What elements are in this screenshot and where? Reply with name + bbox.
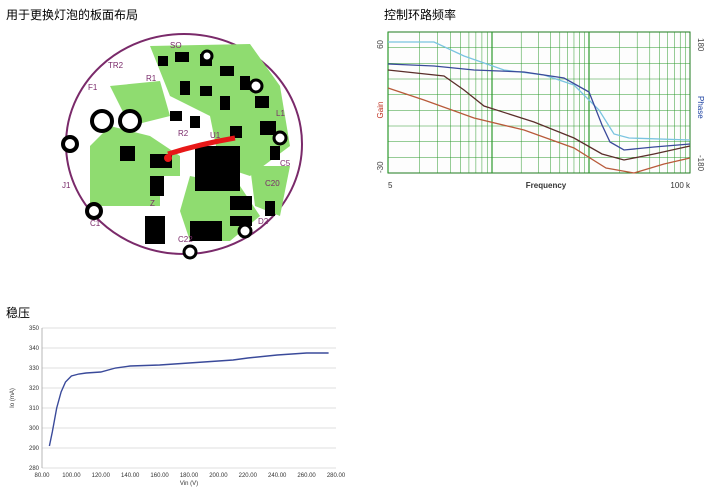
bode-gain-label: Gain xyxy=(376,102,385,119)
regulation-y-tick: 310 xyxy=(29,406,40,412)
svg-text:SO: SO xyxy=(170,41,182,50)
regulation-x-tick: 160.00 xyxy=(150,473,169,479)
bode-plot-title: 控制环路频率 xyxy=(384,8,457,22)
regulation-series-line xyxy=(48,352,329,447)
bode-plot: 60 -30 Gain 180 -180 Phase 5 Frequency 1… xyxy=(376,31,705,190)
bode-curve-dark-blue xyxy=(387,63,691,151)
svg-text:Z: Z xyxy=(150,199,155,208)
svg-text:R2: R2 xyxy=(178,129,189,138)
regulation-x-tick: 100.00 xyxy=(62,473,81,479)
svg-text:J1: J1 xyxy=(62,181,71,190)
regulation-x-tick: 120.00 xyxy=(92,473,111,479)
pcb-layout-title: 用于更换灯泡的板面布局 xyxy=(6,8,139,22)
bode-right-bottom: -180 xyxy=(696,155,705,172)
regulation-x-tick: 80.00 xyxy=(34,473,50,479)
regulation-chart-title: 稳压 xyxy=(6,306,31,320)
svg-text:C20: C20 xyxy=(265,179,280,188)
regulation-chart: 280 290 300 310 320 330 340 350 80.00 100.00 120.… xyxy=(10,326,346,487)
svg-text:C1: C1 xyxy=(90,219,101,228)
svg-text:U1: U1 xyxy=(210,131,221,140)
bode-left-bottom: -30 xyxy=(376,161,385,173)
regulation-y-tick: 330 xyxy=(29,366,40,372)
regulation-x-tick: 280.00 xyxy=(327,473,346,479)
svg-text:TR2: TR2 xyxy=(108,61,124,70)
regulation-x-tick: 200.00 xyxy=(209,473,228,479)
regulation-y-tick: 340 xyxy=(29,346,40,352)
regulation-y-tick: 280 xyxy=(29,466,40,472)
svg-text:D2: D2 xyxy=(258,217,269,226)
bode-right-top: 180 xyxy=(696,38,705,52)
bode-left-top: 60 xyxy=(376,39,385,48)
regulation-y-tick: 290 xyxy=(29,446,40,452)
regulation-x-tick: 180.00 xyxy=(180,473,199,479)
regulation-x-axis-label: Vin (V) xyxy=(180,481,198,487)
bode-curve-brown xyxy=(387,69,691,161)
bode-x-left: 5 xyxy=(388,181,393,190)
svg-text:R1: R1 xyxy=(146,74,157,83)
bode-curve-orange xyxy=(387,87,691,174)
svg-text:C22: C22 xyxy=(178,235,193,244)
regulation-x-tick: 260.00 xyxy=(297,473,316,479)
svg-text:C5: C5 xyxy=(280,159,291,168)
svg-text:L1: L1 xyxy=(276,109,285,118)
bode-phase-label: Phase xyxy=(696,96,705,119)
bode-x-right: 100 k xyxy=(670,181,691,190)
regulation-x-tick: 140.00 xyxy=(121,473,140,479)
regulation-y-tick: 300 xyxy=(29,426,40,432)
regulation-y-axis-label: Io (mA) xyxy=(10,388,16,408)
bode-curve-light-blue xyxy=(388,41,691,141)
svg-text:F1: F1 xyxy=(88,83,98,92)
regulation-x-tick: 240.00 xyxy=(268,473,287,479)
regulation-x-tick: 220.00 xyxy=(239,473,258,479)
regulation-y-tick: 350 xyxy=(29,326,40,332)
bode-x-label: Frequency xyxy=(526,181,567,190)
regulation-y-tick: 320 xyxy=(29,386,40,392)
